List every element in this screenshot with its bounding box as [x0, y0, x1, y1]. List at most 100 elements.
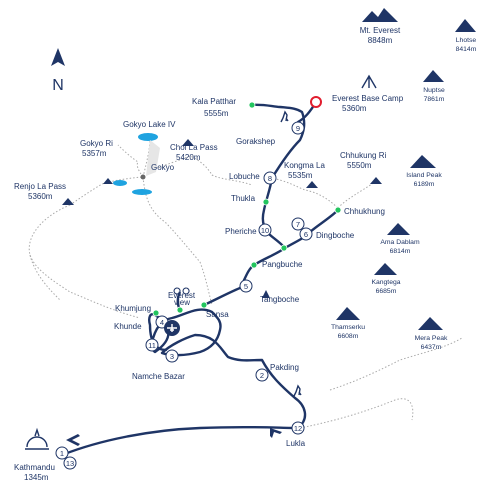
lake-3 [132, 189, 152, 195]
stage-7 [291, 217, 305, 231]
trail-chhukung-ri [337, 181, 376, 209]
kala-patthar-name: Kala Patthar [192, 97, 236, 106]
gokyo-lake [138, 133, 158, 141]
pheriche-name: Pheriche [225, 227, 257, 236]
pakding-name: Pakding [270, 363, 299, 372]
island-peak-name: Island Peak [406, 172, 442, 179]
ama-dablam-elev: 6814m [390, 248, 411, 255]
stop-thukla [262, 198, 270, 206]
lhotse-name: Lhotse [456, 37, 477, 44]
airplane-icon-kathmandu [66, 434, 80, 446]
kathmandu-name: Kathmandu [14, 463, 55, 472]
ebc-elev: 5360m [342, 104, 367, 113]
trail-east-low [299, 398, 414, 429]
ebc-name: Everest Base Camp [332, 94, 404, 103]
renjo-la-elev: 5360m [28, 192, 53, 201]
everest-view-line1: Everest [168, 291, 196, 300]
gokyo-ri-elev: 5357m [82, 149, 107, 158]
airplane-icon-badge [167, 324, 177, 332]
trail-east [329, 337, 463, 391]
stage-10 [258, 223, 272, 237]
everest-elev: 8848m [368, 36, 393, 45]
renjo-la-mountain-icon [62, 198, 74, 205]
chol-la-name: Chol La Pass [170, 143, 218, 152]
glacier [146, 140, 160, 176]
trail-gokyo-ri [117, 144, 144, 178]
ama-dablam-mountain-icon [387, 223, 410, 235]
tent-icon [361, 74, 377, 89]
stage-7-num: 7 [296, 220, 300, 229]
everest-mountain-icon [362, 8, 398, 22]
khumjung-name: Khumjung [115, 304, 151, 313]
stage-11-num: 11 [148, 341, 156, 350]
trail-gokyo-south [142, 176, 213, 306]
everest-view-line2: view [174, 298, 190, 307]
monastery-icon [262, 290, 270, 298]
kathmandu-elev: 1345m [24, 473, 49, 482]
stage-5 [239, 279, 253, 293]
stage-1 [55, 446, 69, 460]
kongma-la-name: Kongma La [284, 161, 325, 170]
pangbuche-name: Pangbuche [262, 260, 303, 269]
stage-2 [255, 368, 269, 382]
chhukung-ri-elev: 5550m [347, 161, 372, 170]
khunde-name: Khunde [114, 322, 142, 331]
stage-numbers: 1 13 2 12 3 4 11 5 6 7 10 8 9 [60, 124, 308, 468]
thamserku-mountain-icon [336, 307, 360, 320]
ebc-marker [310, 96, 322, 108]
gorakshep-name: Gorakshep [236, 137, 276, 146]
ebc-circle [310, 96, 322, 108]
chol-la-elev: 5420m [176, 153, 201, 162]
stage-8 [263, 171, 277, 185]
stage-4-num: 4 [160, 318, 164, 327]
stage-11 [145, 338, 159, 352]
nuptse-mountain-icon [423, 70, 444, 82]
stop-chhukhung [334, 206, 342, 214]
hiker-icon-bottom [293, 384, 302, 397]
north-arrow: N [51, 48, 65, 94]
stupa-icon [25, 427, 49, 450]
chhukung-ri-name: Chhukung Ri [340, 151, 386, 160]
chol-la-mountain-icon [182, 139, 194, 146]
stage-6 [299, 227, 313, 241]
peak-icons [62, 8, 476, 330]
stage-12 [291, 421, 305, 435]
stage-8-num: 8 [268, 174, 272, 183]
trail-chol-la [151, 155, 253, 186]
tangboche-name: Tangboche [260, 295, 300, 304]
stop-kala-patthar [248, 101, 256, 109]
mera-peak-elev: 6437m [421, 344, 442, 351]
mera-peak-name: Mera Peak [415, 335, 448, 342]
route-dingboche [283, 208, 340, 250]
kangtega-name: Kangtega [371, 279, 400, 286]
stage-13-num: 13 [66, 459, 74, 468]
gokyo-name: Gokyo [151, 163, 175, 172]
trail-renjo-west [69, 176, 144, 206]
lobuche-name: Lobuche [229, 172, 260, 181]
trail-kongma-la [269, 177, 339, 209]
stop-khumjung [152, 309, 160, 317]
stage-3-num: 3 [170, 352, 174, 361]
everest-name: Mt. Everest [360, 26, 401, 35]
thukla-name: Thukla [231, 194, 256, 203]
airplane-icon-lukla [270, 428, 282, 438]
stage-9-num: 9 [296, 124, 300, 133]
kangtega-elev: 6685m [376, 288, 397, 295]
stage-13 [63, 456, 77, 470]
stage-5-num: 5 [244, 282, 248, 291]
kala-patthar-elev: 5555m [204, 109, 229, 118]
kangtega-mountain-icon [374, 263, 397, 275]
lake-2 [113, 180, 127, 186]
secondary-trails [28, 137, 463, 429]
kongma-la-elev: 5535m [288, 171, 313, 180]
stage-1-num: 1 [60, 449, 64, 458]
chhukhung-name: Chhukhung [344, 207, 385, 216]
stage-6-num: 6 [304, 230, 308, 239]
island-peak-elev: 6189m [414, 181, 435, 188]
route-line [60, 308, 307, 457]
stop-sansa [200, 301, 208, 309]
gokyo-lake-name: Gokyo Lake IV [123, 120, 176, 129]
namche-bazar-name: Namche Bazar [132, 372, 185, 381]
north-arrow-icon [51, 48, 65, 66]
